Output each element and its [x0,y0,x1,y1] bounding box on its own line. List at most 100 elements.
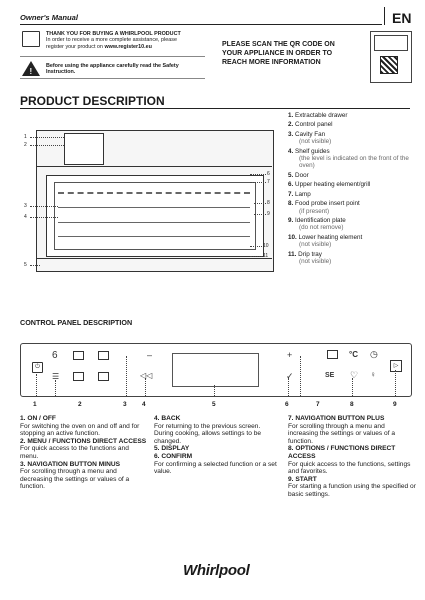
description-title: 1. ON / OFF [20,415,56,422]
clock-icon[interactable]: ◷ [370,349,378,359]
description-text: For quick access to the functions, setti… [288,460,411,476]
shelf-guide-illustration-3 [58,236,250,237]
safety-line-1: Before using the appliance carefully rea… [46,63,179,69]
warning-exclamation: ! [29,67,33,76]
description-text: For scrolling through a menu and increas… [288,422,396,445]
heart-icon[interactable]: ♡ [350,370,359,380]
part-item: 2. Control panel [288,121,333,129]
callout-5: 5 [24,262,27,268]
callout-4-leader [30,217,58,218]
part-item: 3. Cavity Fan(not visible) [288,130,332,146]
callout-1: 1 [24,134,27,140]
grill-icon[interactable]: ☰ [52,372,60,381]
qr-appliance-illustration [370,31,412,83]
callout-11: 11 [263,253,269,259]
temperature-button[interactable]: °C [349,350,358,359]
display-illustration [172,353,259,387]
callout-8-leader [254,203,266,204]
whirlpool-logo: Whirlpool [183,562,250,579]
qr-line-2: YOUR APPLIANCE IN ORDER TO [222,50,333,57]
callout-7-leader [250,182,266,183]
part-item: 10. Lower heating element(not visible) [288,233,363,249]
thanks-title: THANK YOU FOR BUYING A WHIRLPOOL PRODUCT [46,31,181,37]
minus-button[interactable]: – [147,350,153,360]
description-column-1: 1. ON / OFF For switching the oven on an… [20,415,148,491]
safety-notice: Before using the appliance carefully rea… [46,63,211,76]
safety-line-2: Instruction. [46,69,76,76]
description-title: 4. BACK [154,415,181,422]
leader-6 [288,378,289,396]
part-item: 11. Drip tray(not visible) [288,250,332,265]
qr-line-1: PLEASE SCAN THE QR CODE ON [222,41,335,48]
description-text: For starting a function using the specif… [288,483,416,498]
notice-divider-top [20,56,205,57]
registration-notice: THANK YOU FOR BUYING A WHIRLPOOL PRODUCT… [46,31,226,50]
description-text: For returning to the previous screen. Du… [154,422,262,445]
power-icon[interactable]: ⏻ [32,362,43,373]
callout-11-leader [250,256,262,257]
description-title: 5. DISPLAY [154,445,190,453]
microwave-icon[interactable] [98,372,109,381]
description-title: 6. CONFIRM [154,452,193,460]
qr-line-3: REACH MORE INFORMATION [222,59,321,66]
callout-8: 8 [267,200,270,206]
callout-9: 9 [267,211,270,217]
callout-6-leader [250,174,266,175]
description-text: For quick access to the functions and me… [20,445,129,460]
number-3: 3 [123,401,127,408]
number-1: 1 [33,401,37,408]
callout-9-leader [254,214,266,215]
callout-2: 2 [24,142,27,148]
number-8: 8 [350,401,354,408]
number-2: 2 [78,401,82,408]
control-panel-title: CONTROL PANEL DESCRIPTION [20,318,133,327]
callout-1-leader [30,137,64,138]
shelf-guide-illustration-2 [58,222,250,223]
description-column-2: 4. BACK For returning to the previous sc… [154,415,282,476]
part-item: 1. Extractable drawer [288,112,348,119]
section-divider [20,108,410,109]
leader-4 [145,378,146,396]
drip-tray-illustration [36,258,272,259]
register-site-link[interactable]: www.register10.eu [104,43,152,50]
se-option-button[interactable]: SE [325,372,335,379]
fan-icon[interactable]: 6 [52,350,58,361]
description-title: 2. MENU / FUNCTIONS DIRECT ACCESS [20,437,147,445]
language-code: EN [392,10,412,26]
oven-panel-divider [36,166,272,167]
callout-6: 6 [267,171,270,177]
part-item: 8. Food probe insert point(if present) [288,200,360,215]
leader-7 [300,356,301,396]
confirm-icon[interactable]: ✓ [286,371,294,381]
crisp-icon[interactable] [327,350,338,359]
header-vertical-divider [384,7,385,25]
description-column-3: 7. NAVIGATION BUTTON PLUS For scrolling … [288,415,416,499]
control-panel-illustration [20,343,412,397]
shelf-guide-illustration [58,207,250,208]
number-7: 7 [316,401,320,408]
number-9: 9 [393,401,397,408]
description-title: 8. OPTIONS / FUNCTIONS DIRECT ACCESS [288,445,396,460]
part-item: 7. Lamp [288,190,311,198]
part-item: 6. Upper heating element/grill [288,181,371,189]
steam-icon[interactable] [98,351,109,360]
callout-10-leader [250,246,262,247]
menu-icon[interactable] [73,351,84,360]
oven-inner-illustration [54,182,256,250]
callout-3-leader [30,206,58,207]
book-icon [22,31,40,47]
qr-message: PLEASE SCAN THE QR CODE ON YOUR APPLIANC… [222,40,367,67]
plus-button[interactable]: + [287,350,293,360]
back-icon[interactable]: ◁◁ [140,371,153,380]
description-title: 7. NAVIGATION BUTTON PLUS [288,415,385,422]
description-title: 9. START [288,475,317,483]
probe-icon[interactable]: ♀ [370,370,376,379]
leader-8 [352,378,353,396]
callout-7: 7 [267,179,270,185]
oven-function-icon[interactable] [73,372,84,381]
part-item: 9. Identification plate(do not remove) [288,217,346,232]
callout-3: 3 [24,203,27,209]
upper-heating-element-illustration [58,192,250,194]
start-icon[interactable]: ▷ [390,360,402,372]
callout-4: 4 [24,214,27,220]
